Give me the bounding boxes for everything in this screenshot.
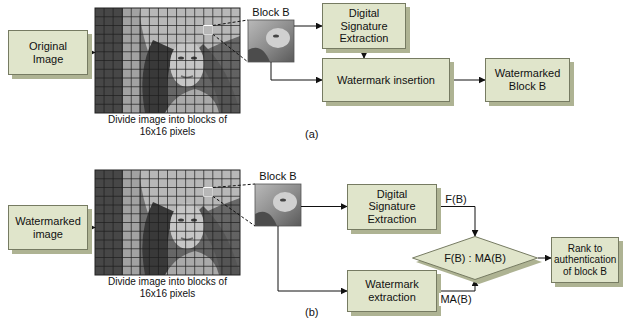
node-text: Watermarked Block B [490,67,565,92]
input-box: Original Image [8,30,88,75]
process-box: Watermark insertion [322,58,450,102]
dashed-zoom-line [213,184,255,226]
process-box: Watermark extraction [347,270,437,312]
input-box: Watermarked image [8,205,88,250]
node-text: Watermark insertion [337,74,435,87]
flow-arrow [450,80,485,81]
node-text: Digital Signature Extraction [352,188,432,226]
block-label: Block B [242,6,300,19]
flow-arrow [538,258,551,259]
image-block: Block B [255,170,301,226]
flow-arrow [271,62,322,80]
node-text: Digital Signature Extraction [327,7,401,45]
flow-arrow [294,26,322,27]
output-box: Watermarked Block B [485,58,570,102]
node-text: Rank to authentication of block B [554,243,616,278]
image-grid: Divide image into blocks of 16x16 pixels [95,8,240,138]
image-block: Block B [248,6,294,62]
node-text: Watermark extraction [352,278,432,303]
flow-arrow [278,226,347,291]
process-box: Digital Signature Extraction [347,184,437,230]
panel-label: (a) [304,128,319,141]
flow-arrow [88,227,95,228]
node-text: F(B) : MA(B) [444,252,506,265]
edge-label: MA(B) [439,293,472,306]
edge-label: F(B) [444,193,467,206]
flow-arrow [301,206,347,207]
lena-image-grid [95,170,240,275]
selected-block [204,188,213,197]
dashed-zoom-line [213,20,248,62]
block-label: Block B [249,170,307,183]
node-text: Original Image [13,40,83,65]
flow-arrow [437,207,475,237]
block-image [248,20,294,62]
lena-image-grid [95,8,240,113]
process-box: Digital Signature Extraction [322,3,406,49]
selected-block [204,26,213,35]
block-image [255,184,301,226]
panel-label: (b) [304,306,319,319]
flow-arrow [437,280,475,291]
node-text: Watermarked image [13,215,83,240]
decision-diamond: F(B) : MA(B) [412,236,538,280]
flow-arrow [88,52,95,53]
image-caption: Divide image into blocks of 16x16 pixels [95,114,240,138]
flow-arrow [364,49,365,58]
image-grid: Divide image into blocks of 16x16 pixels [95,170,240,300]
output-box: Rank to authentication of block B [551,237,619,283]
image-caption: Divide image into blocks of 16x16 pixels [95,276,240,300]
